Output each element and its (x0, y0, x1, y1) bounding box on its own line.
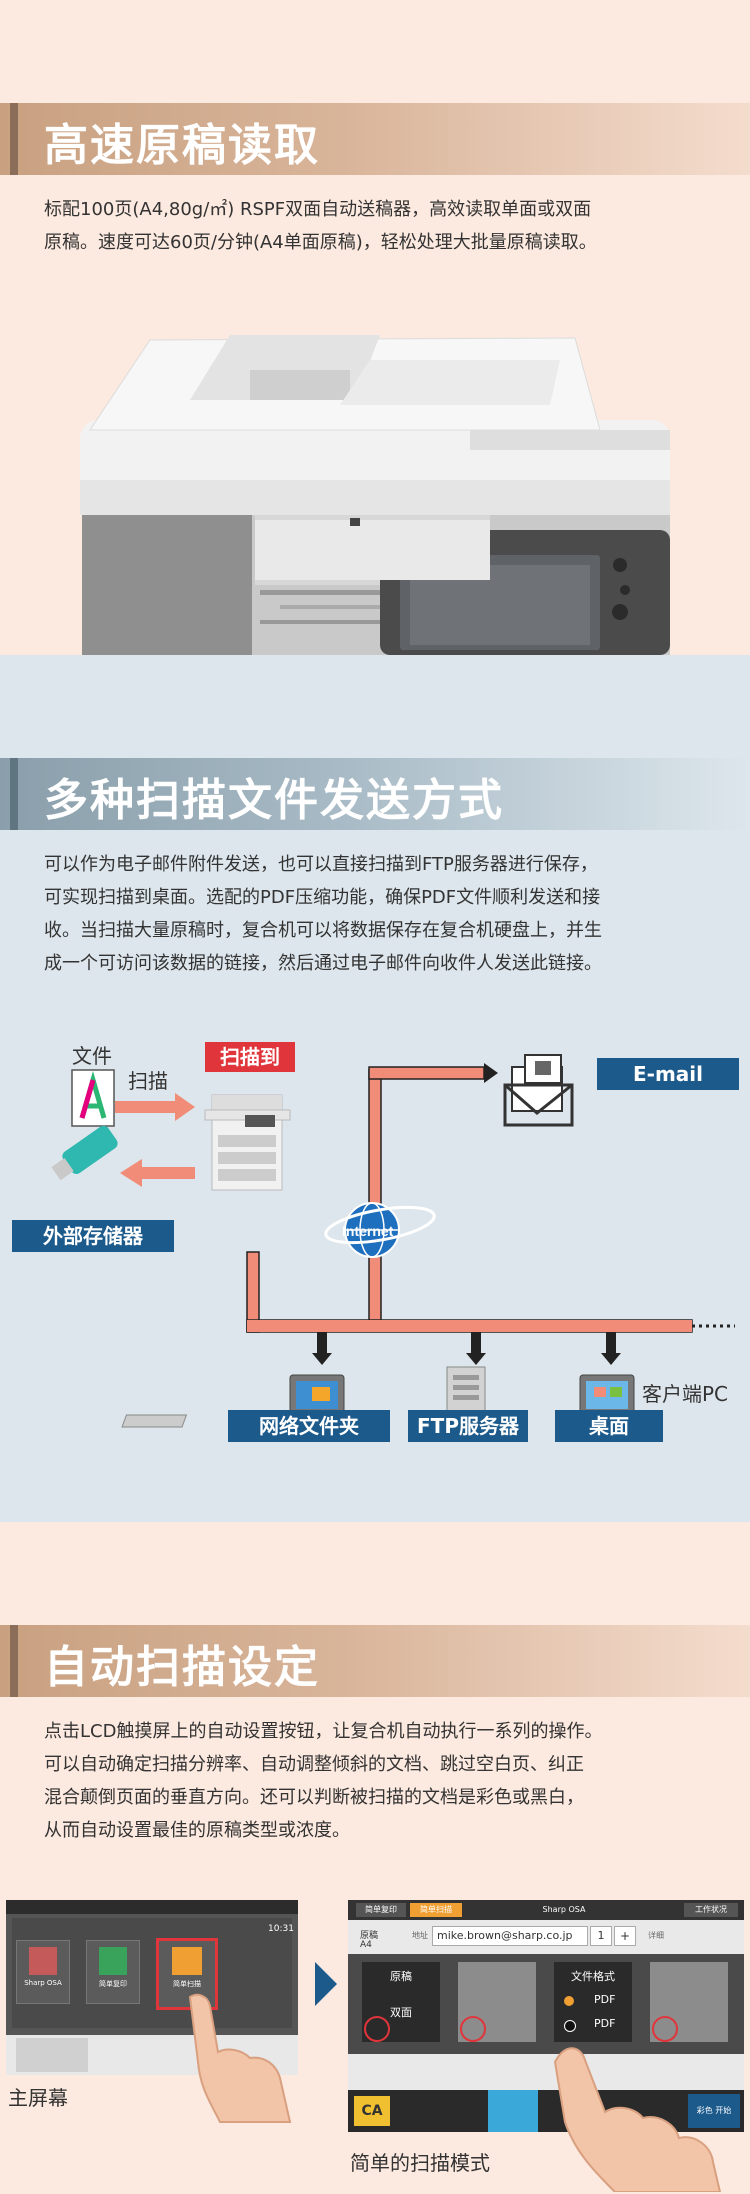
home-screen-caption: 主屏幕 (8, 2086, 68, 2110)
pdf-bw-label: PDF (594, 2017, 616, 2030)
banner-accent-bar (10, 1625, 18, 1697)
address-field[interactable]: mike.brown@sharp.co.jp (432, 1926, 588, 1946)
section3-line-3: 混合颠倒页面的垂直方向。还可以判断被扫描的文档是彩色或黑白， (44, 1787, 584, 1808)
home-app-easy-copy[interactable]: 简单复印 (86, 1940, 140, 2004)
original-setting-card[interactable]: 原稿 双面 (362, 1962, 440, 2042)
email-label: E-mail (597, 1058, 739, 1090)
internet-globe-icon (324, 1202, 436, 1258)
tab-sharp-osa[interactable]: Sharp OSA (542, 1905, 586, 1914)
auto-setting-button[interactable] (488, 2090, 538, 2132)
desktop-label: 桌面 (555, 1410, 663, 1442)
section3-line-4: 从而自动设置最佳的原稿类型或浓度。 (44, 1820, 350, 1841)
section3-line-2: 可以自动确定扫描分辨率、自动调整倾斜的文档、跳过空白页、纠正 (44, 1754, 584, 1775)
section3-banner: 自动扫描设定 (0, 1625, 750, 1697)
section2-line-3: 收。当扫描大量原稿时，复合机可以将数据保存在复合机硬盘上，并生 (44, 920, 602, 941)
home-app2-label: 简单复印 (99, 1980, 127, 1988)
card3-title: 文件格式 (571, 1970, 615, 1983)
color-start-button[interactable]: 彩色 开始 (688, 2094, 740, 2128)
network-folder-computer-icon (121, 1374, 345, 1428)
section1-title: 高速原稿读取 (44, 120, 320, 171)
scan-icon (172, 1947, 202, 1975)
scan-arrow (115, 1101, 177, 1113)
home-topbar (6, 1900, 298, 1914)
home-app3-label: 简单扫描 (173, 1980, 201, 1988)
auto-setting-marker (460, 2016, 486, 2042)
section-fast-scanning: 高速原稿读取 标配100页(A4,80g/㎡) RSPF双面自动送稿器，高效读取… (0, 0, 750, 655)
section2-description: 可以作为电子邮件附件发送，也可以直接扫描到FTP服务器进行保存， 可实现扫描到桌… (44, 848, 724, 980)
client-pc-label: 客户端PC (642, 1382, 729, 1406)
network-folder-label: 网络文件夹 (228, 1410, 390, 1442)
scan-screen-caption: 简单的扫描模式 (350, 2151, 490, 2175)
ftp-server-label: FTP服务器 (408, 1410, 528, 1442)
hand-pointer-icon (553, 2047, 722, 2192)
section2-line-2: 可实现扫描到桌面。选配的PDF压缩功能，确保PDF文件顺利发送和接 (44, 887, 601, 908)
transition-arrow-icon (315, 1962, 337, 2006)
address-label: 地址 (412, 1931, 428, 1940)
home-app1-label: Sharp OSA (24, 1979, 62, 1987)
home-screen: 10:31 Sharp OSA 简单复印 简单扫描 (6, 1900, 298, 2075)
count-field[interactable]: 1 (590, 1926, 612, 1946)
home-app-sharp-osa[interactable]: Sharp OSA (16, 1940, 70, 2004)
usb-drive-icon (51, 1125, 118, 1181)
email-envelope-icon (503, 1054, 574, 1127)
tab-easy-scan[interactable]: 简单扫描 (410, 1903, 462, 1917)
plus-button[interactable]: + (614, 1926, 636, 1946)
file-label: 文件 (72, 1044, 112, 1068)
bw-dot-icon (564, 2020, 576, 2032)
scan-to-label: 扫描到 (205, 1042, 295, 1072)
internet-label: Internet (342, 1223, 394, 1239)
pdf-color-label: PDF (594, 1993, 616, 2006)
auto-setting-marker (652, 2016, 678, 2042)
sharp-osa-icon (29, 1947, 57, 1975)
network-lines (246, 1063, 735, 1365)
disabled-setting-card-2 (650, 1962, 728, 2042)
color-dot-icon (564, 1996, 574, 2006)
home-time: 10:31 (268, 1924, 294, 1934)
home-toner-indicator (16, 2038, 88, 2072)
original-label: 原稿 (360, 1931, 379, 1941)
section1-description: 标配100页(A4,80g/㎡) RSPF双面自动送稿器，高效读取单面或双面 原… (44, 193, 724, 259)
section2-banner: 多种扫描文件发送方式 (0, 758, 750, 830)
auto-setting-marker (364, 2016, 390, 2042)
section3-description: 点击LCD触摸屏上的自动设置按钮，让复合机自动执行一系列的操作。 可以自动确定扫… (44, 1715, 724, 1847)
banner-accent-bar (10, 758, 18, 830)
section1-banner: 高速原稿读取 (0, 103, 750, 175)
detail-button[interactable]: 详细 (648, 1931, 664, 1940)
section3-line-1: 点击LCD触摸屏上的自动设置按钮，让复合机自动执行一系列的操作。 (44, 1721, 603, 1742)
scan-bottom-bar: CA 彩色 开始 (348, 2090, 744, 2132)
section1-line-2: 原稿。速度可达60页/分钟(A4单面原稿)，轻松处理大批量原稿读取。 (44, 232, 597, 253)
copier-photo (80, 335, 670, 655)
card1-value: 双面 (390, 2006, 412, 2019)
banner-accent-bar (10, 103, 18, 175)
copy-icon (99, 1947, 127, 1975)
card1-title: 原稿 (390, 1970, 412, 1983)
section2-title: 多种扫描文件发送方式 (44, 775, 504, 826)
section-scan-send: 多种扫描文件发送方式 可以作为电子邮件附件发送，也可以直接扫描到FTP服务器进行… (0, 655, 750, 1522)
disabled-setting-card (458, 1962, 536, 2042)
file-format-card[interactable]: 文件格式 PDF PDF (554, 1962, 632, 2042)
scan-screen: 简单复印 简单扫描 Sharp OSA 工作状况 原稿 A4 地址 mike.b… (348, 1900, 744, 2132)
scan-send-diagram: Internet (51, 1054, 735, 1428)
export-arrow (140, 1167, 195, 1179)
document-icon (71, 1069, 115, 1127)
copier-icon (204, 1094, 291, 1191)
home-app-easy-scan[interactable]: 简单扫描 (156, 1938, 218, 2010)
section1-line-1: 标配100页(A4,80g/㎡) RSPF双面自动送稿器，高效读取单面或双面 (44, 199, 592, 220)
clear-all-button[interactable]: CA (354, 2096, 390, 2126)
scan-topbar: 简单复印 简单扫描 Sharp OSA 工作状况 (348, 1900, 744, 1920)
tab-easy-copy[interactable]: 简单复印 (356, 1903, 406, 1917)
job-status-button[interactable]: 工作状况 (684, 1903, 738, 1917)
hand-pointer-icon (188, 1993, 292, 2123)
original-size: A4 (360, 1940, 372, 1950)
section2-line-4: 成一个可访问该数据的链接，然后通过电子邮件向收件人发送此链接。 (44, 953, 602, 974)
section2-line-1: 可以作为电子邮件附件发送，也可以直接扫描到FTP服务器进行保存， (44, 854, 598, 875)
scan-label: 扫描 (128, 1069, 168, 1093)
external-storage-label: 外部存储器 (12, 1220, 174, 1252)
section-auto-scan: 自动扫描设定 点击LCD触摸屏上的自动设置按钮，让复合机自动执行一系列的操作。 … (0, 1522, 750, 2194)
section3-title: 自动扫描设定 (44, 1642, 320, 1693)
